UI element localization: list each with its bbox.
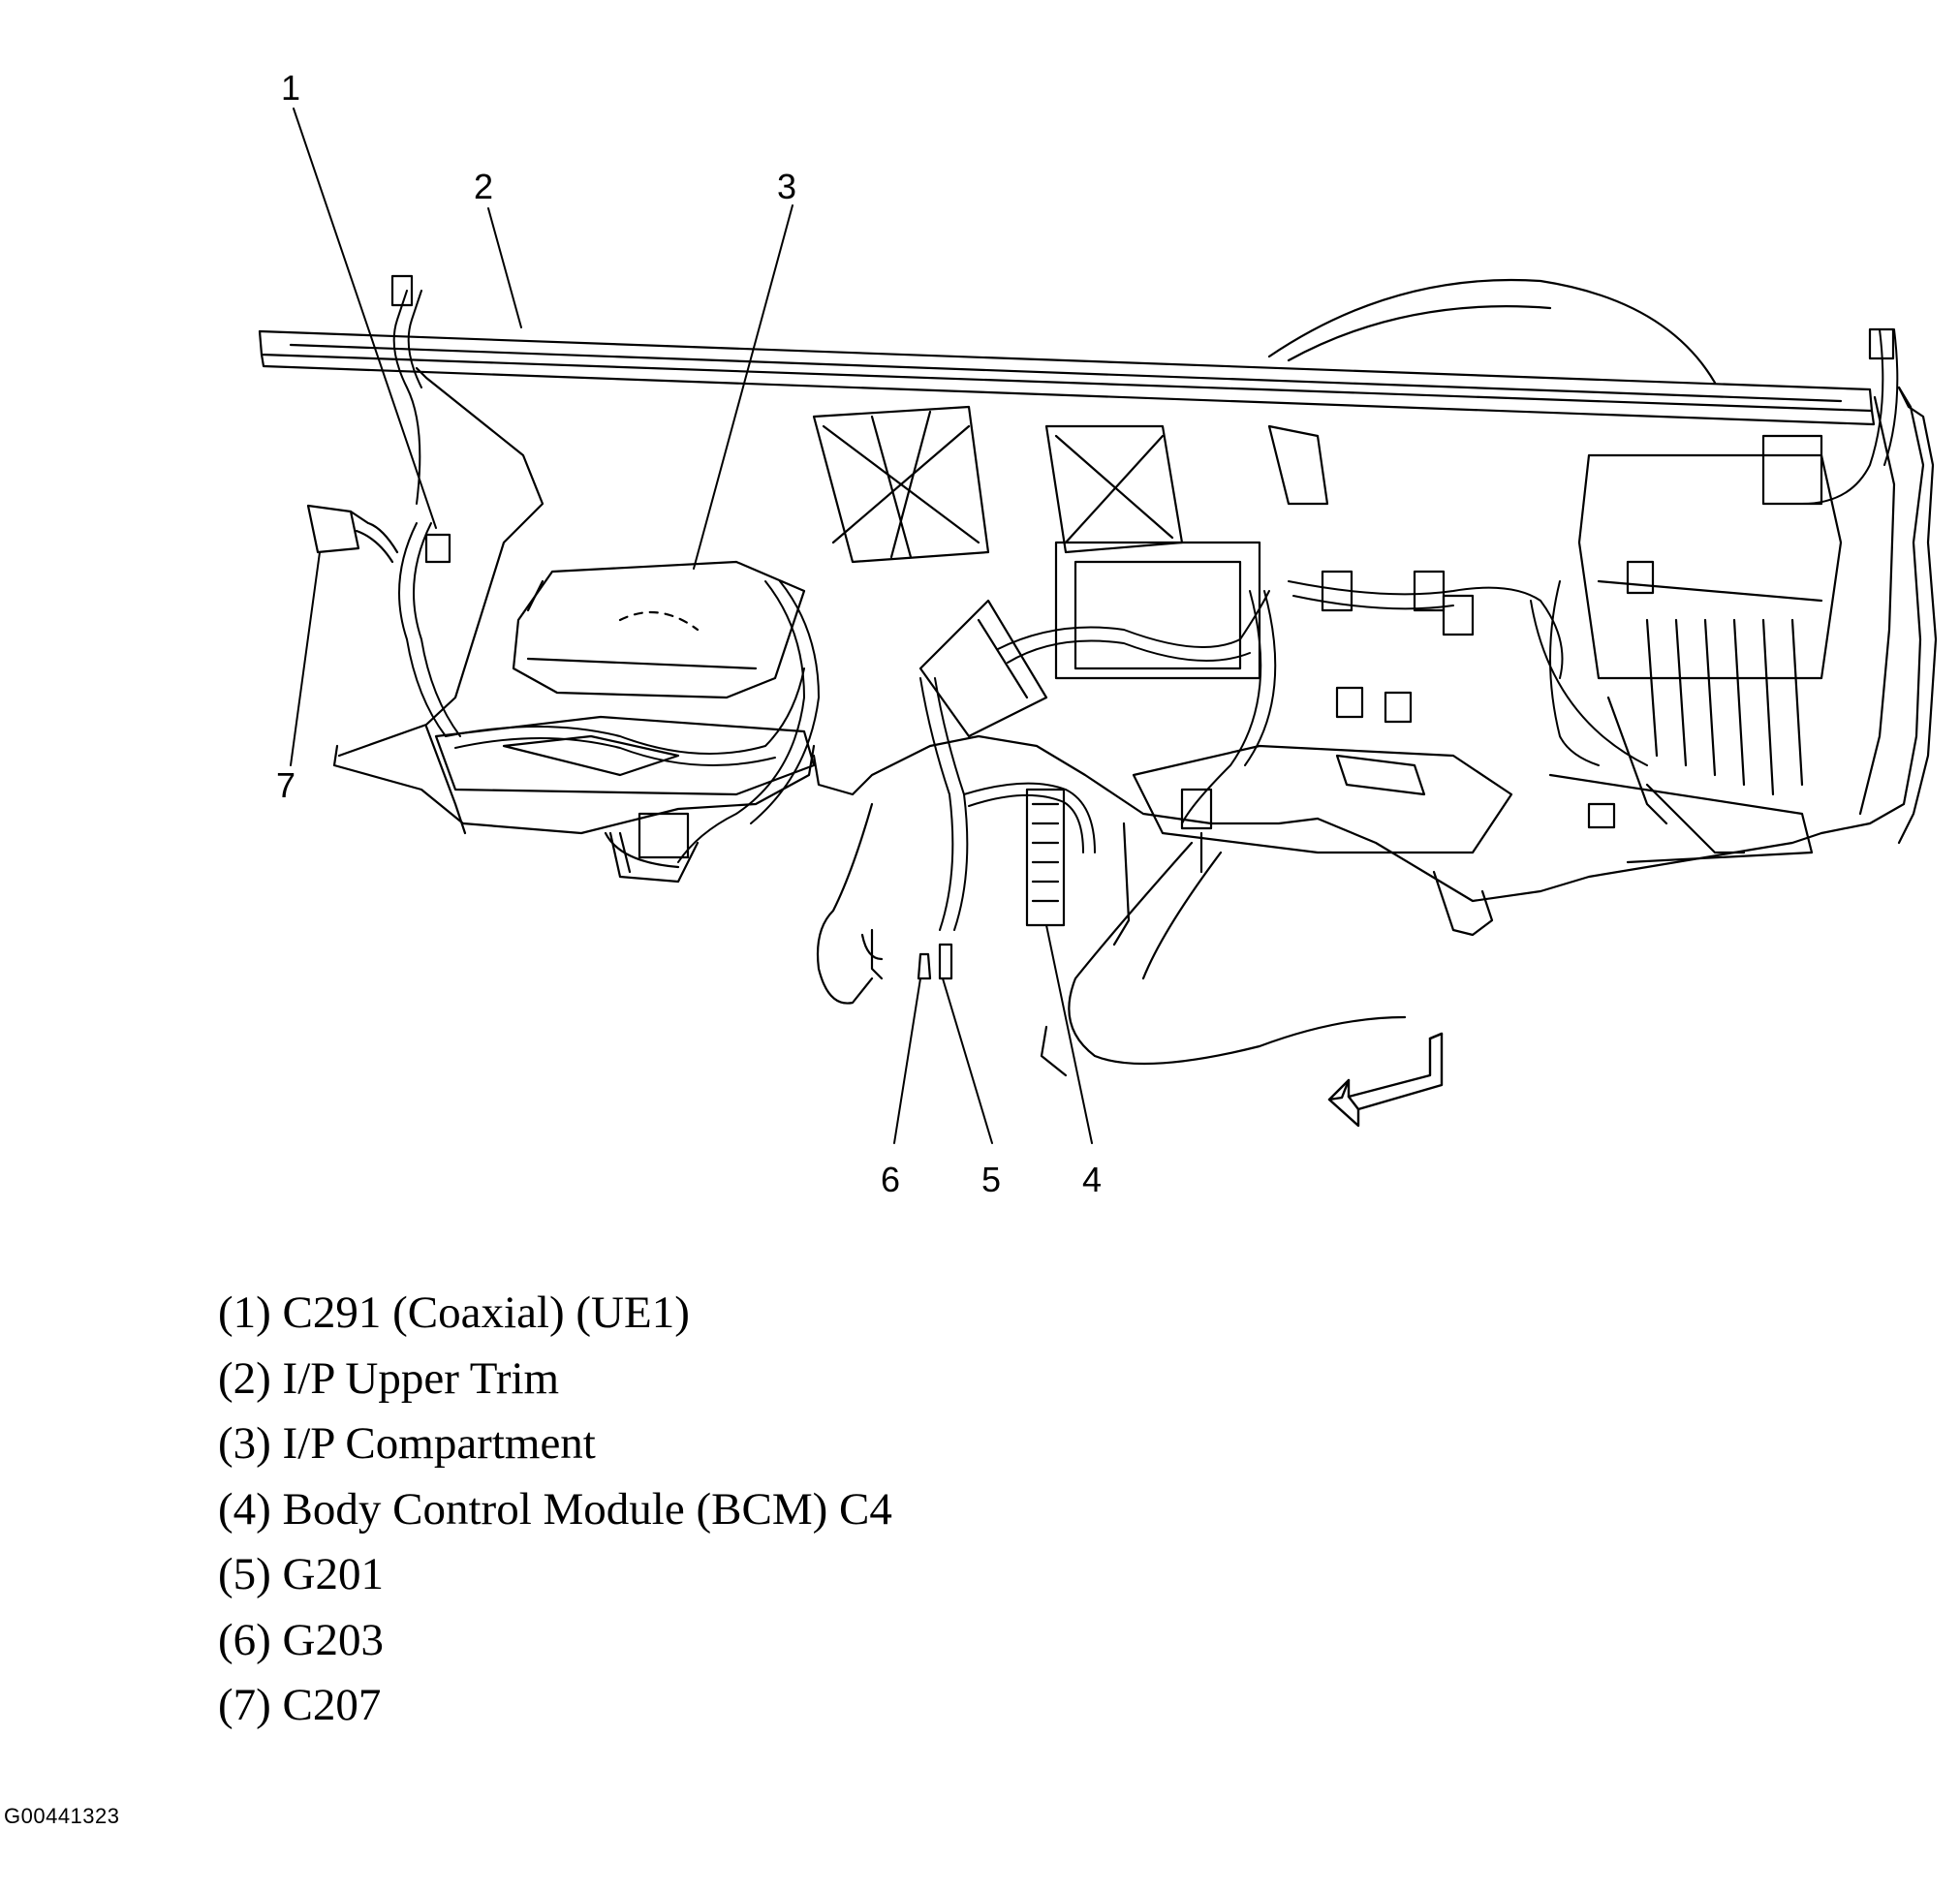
- callout-4: 4: [1082, 1160, 1102, 1199]
- connectors: [390, 274, 1895, 980]
- callout-3: 3: [777, 167, 796, 206]
- legend-list: (1) C291 (Coaxial) (UE1) (2) I/P Upper T…: [218, 1281, 892, 1739]
- center-lower-tray: [1132, 744, 1513, 937]
- figure-id: G00441323: [4, 1804, 120, 1828]
- ip-compartment-shape: [512, 560, 806, 699]
- right-structure: [1548, 434, 1843, 864]
- legend-item-5: (5) G201: [218, 1549, 384, 1599]
- legend-item-2: (2) I/P Upper Trim: [218, 1352, 560, 1404]
- legend-item-6: (6) G203: [218, 1614, 384, 1665]
- right-knee-bolster: [1040, 841, 1407, 1077]
- wiring-harness: [392, 290, 1899, 931]
- front-direction-arrow: [1327, 1032, 1444, 1128]
- center-structure: [812, 405, 1329, 738]
- leader-lines: [290, 108, 1093, 1144]
- ip-upper-trim-shape: [258, 278, 1876, 426]
- callout-2: 2: [474, 167, 493, 206]
- legend-item-3: (3) I/P Compartment: [218, 1418, 596, 1469]
- left-knee-bolster: [816, 802, 884, 1005]
- callout-6: 6: [881, 1160, 900, 1199]
- callout-1: 1: [281, 68, 300, 108]
- callout-5: 5: [981, 1160, 1001, 1199]
- instrument-panel-body: [332, 366, 1938, 946]
- instrument-panel-diagram: 1 2 3 4 5 6 7: [258, 68, 1938, 1199]
- legend-item-1: (1) C291 (Coaxial) (UE1): [218, 1287, 690, 1338]
- legend-item-7: (7) C207: [218, 1680, 382, 1730]
- lower-left-trays: [434, 715, 816, 874]
- callout-7: 7: [276, 765, 296, 805]
- legend-item-4: (4) Body Control Module (BCM) C4: [218, 1483, 892, 1535]
- c207-connector-shape: [306, 504, 399, 564]
